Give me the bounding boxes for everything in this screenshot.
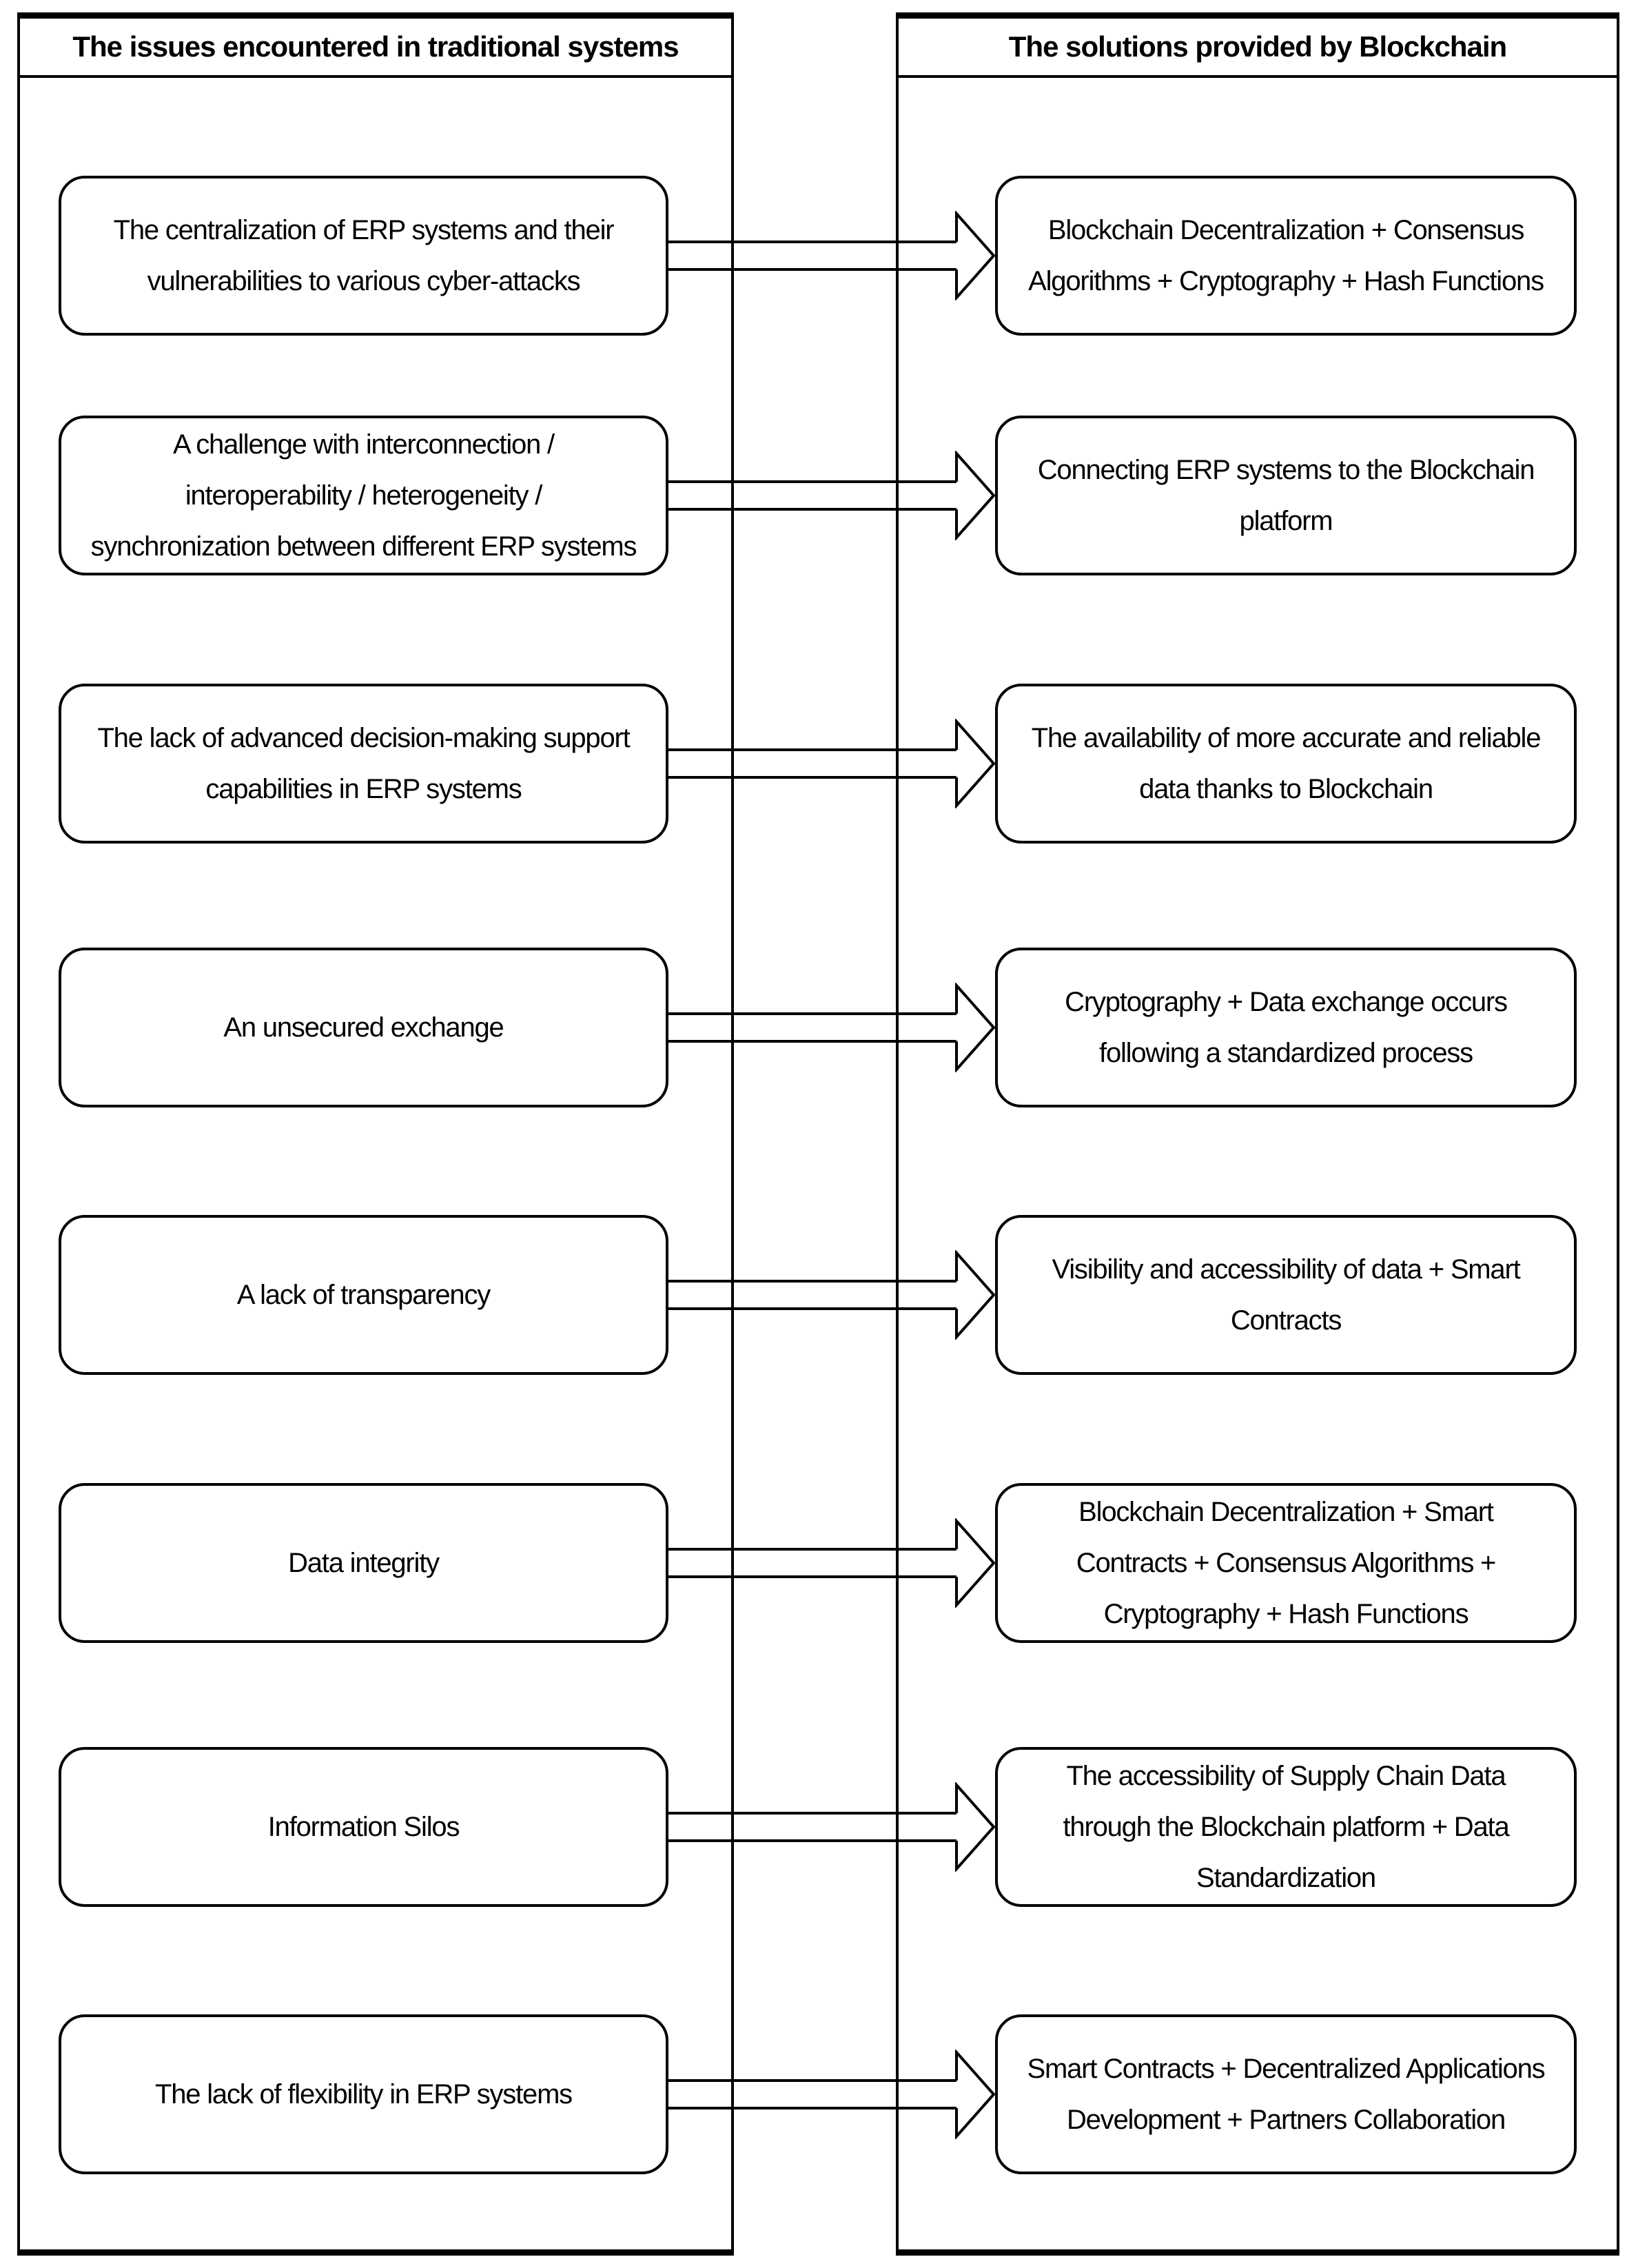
issue-box: The lack of advanced decision-making sup… (59, 684, 668, 844)
issues-column-panel: The issues encountered in traditional sy… (17, 12, 734, 2256)
flow-arrow-icon (667, 211, 996, 300)
solution-box: Cryptography + Data exchange occurs foll… (995, 948, 1577, 1107)
solutions-column-panel: The solutions provided by Blockchain (896, 12, 1619, 2256)
issue-box: The lack of flexibility in ERP systems (59, 2014, 668, 2174)
issue-box: Information Silos (59, 1747, 668, 1907)
solution-box: Connecting ERP systems to the Blockchain… (995, 416, 1577, 575)
flow-arrow-icon (667, 983, 996, 1072)
solution-box: Blockchain Decentralization + Consensus … (995, 176, 1577, 336)
flow-arrow-icon (667, 1782, 996, 1872)
solution-box: The accessibility of Supply Chain Data t… (995, 1747, 1577, 1907)
issue-box: Data integrity (59, 1483, 668, 1643)
flow-arrow-icon (667, 1250, 996, 1340)
issue-box: The centralization of ERP systems and th… (59, 176, 668, 336)
solution-box: Visibility and accessibility of data + S… (995, 1215, 1577, 1375)
solution-box: Smart Contracts + Decentralized Applicat… (995, 2014, 1577, 2174)
flow-arrow-icon (667, 2050, 996, 2139)
flow-arrow-icon (667, 719, 996, 808)
solution-box: Blockchain Decentralization + Smart Cont… (995, 1483, 1577, 1643)
flow-arrow-icon (667, 451, 996, 540)
solution-box: The availability of more accurate and re… (995, 684, 1577, 844)
issue-box: An unsecured exchange (59, 948, 668, 1107)
solutions-column-header: The solutions provided by Blockchain (899, 19, 1617, 78)
issue-box: A lack of transparency (59, 1215, 668, 1375)
issue-box: A challenge with interconnection / inter… (59, 416, 668, 575)
flow-arrow-icon (667, 1518, 996, 1608)
issues-column-header: The issues encountered in traditional sy… (20, 19, 731, 78)
